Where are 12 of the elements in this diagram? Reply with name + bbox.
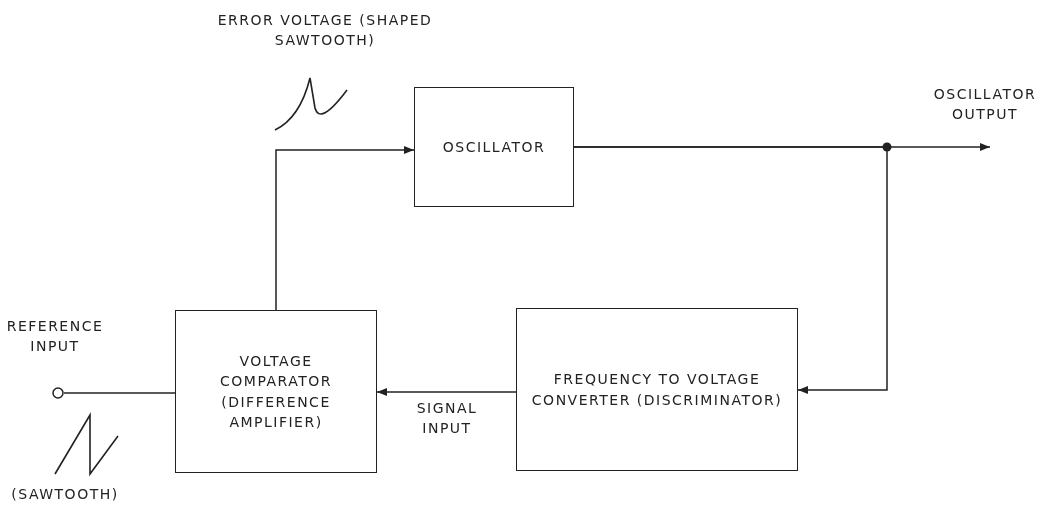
- arrow: [573, 146, 888, 394]
- arrow: [376, 388, 517, 396]
- arrow: [275, 146, 415, 311]
- process-box: FREQUENCY TO VOLTAGE CONVERTER (DISCRIMINATOR): [516, 308, 798, 471]
- input-terminal: [52, 387, 64, 399]
- input-label: REFERENCE INPUT: [5, 317, 105, 357]
- connector-line: [63, 392, 176, 394]
- process-box: VOLTAGE COMPARATOR (DIFFERENCE AMPLIFIER): [175, 310, 377, 473]
- waveform-caption: ERROR VOLTAGE (SHAPED SAWTOOTH): [216, 11, 434, 51]
- waveform-caption: (SAWTOOTH): [10, 485, 120, 504]
- output-label: OSCILLATOR OUTPUT: [925, 80, 1045, 128]
- process-box: OSCILLATOR: [414, 87, 574, 207]
